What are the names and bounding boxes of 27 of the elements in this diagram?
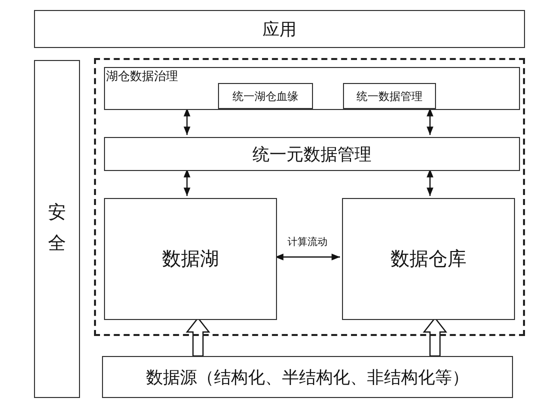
box-label: 数据源（结构化、半结构化、非结构化等） [146, 366, 469, 388]
process-box [342, 198, 515, 320]
arrow [184, 108, 190, 135]
box-label: 统一数据管理 [356, 88, 422, 104]
side-box [34, 60, 80, 398]
process-box [104, 198, 277, 320]
hollow-arrow [422, 317, 448, 357]
process-box [104, 137, 520, 171]
hollow-arrow [186, 317, 210, 357]
box-label: 应用 [262, 18, 296, 40]
box-label: 统一元数据管理 [252, 144, 372, 166]
arrow [184, 169, 190, 196]
arrow [426, 108, 434, 135]
arrow [275, 254, 340, 260]
process-box [218, 83, 313, 109]
dashed-frame [94, 58, 525, 336]
arrow [426, 169, 434, 196]
edge-label: 计算流动 [286, 235, 330, 249]
group-box [104, 67, 520, 110]
box-label: 统一湖仓血缘 [232, 88, 298, 104]
process-box [343, 83, 436, 109]
group-heading: 湖仓数据治理 [106, 68, 178, 85]
box-label: 安全 [47, 201, 67, 256]
box-label: 数据仓库 [390, 247, 466, 272]
box-label: 数据湖 [162, 247, 219, 272]
source-box [102, 356, 513, 398]
layer-box [34, 10, 525, 48]
